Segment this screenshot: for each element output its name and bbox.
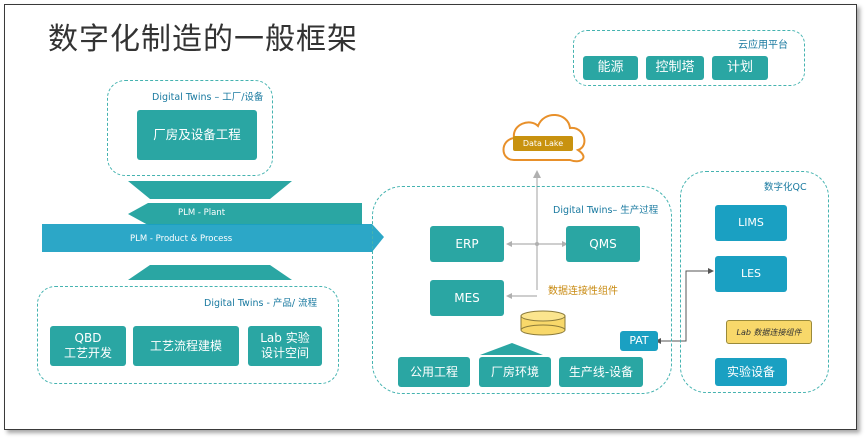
production-twin-label: Digital Twins– 生产过程 bbox=[553, 205, 659, 216]
mes-box: MES bbox=[430, 280, 504, 316]
cloud-platform-group bbox=[573, 30, 805, 86]
erp-box: ERP bbox=[430, 226, 504, 262]
plm-product-arrow bbox=[42, 224, 384, 252]
product-twin-label: Digital Twins - 产品/ 流程 bbox=[204, 298, 318, 309]
plant-twin-label: Digital Twins – 工厂/设备 bbox=[152, 92, 264, 103]
plant-environment-box: 厂房环境 bbox=[479, 357, 551, 387]
database-icon bbox=[520, 310, 566, 336]
utilities-box: 公用工程 bbox=[398, 357, 470, 387]
process-modeling-box: 工艺流程建模 bbox=[133, 326, 239, 366]
planning-box: 计划 bbox=[712, 56, 768, 80]
plm-product-label: PLM - Product & Process bbox=[130, 234, 233, 244]
plant-to-plm-arrow bbox=[128, 181, 292, 199]
qbd-box: QBD 工艺开发 bbox=[50, 326, 126, 366]
cloud-platform-label: 云应用平台 bbox=[738, 40, 788, 51]
data-lake-label: Data Lake bbox=[513, 136, 573, 151]
control-tower-box: 控制塔 bbox=[646, 56, 704, 80]
page-title: 数字化制造的一般框架 bbox=[48, 22, 358, 57]
digital-qc-group bbox=[680, 171, 829, 393]
pat-box: PAT bbox=[620, 331, 658, 351]
lab-connector-box: Lab 数据连接组件 bbox=[726, 320, 812, 344]
energy-box: 能源 bbox=[583, 56, 638, 80]
data-connector-label: 数据连接性组件 bbox=[548, 286, 618, 297]
production-twin-group bbox=[372, 186, 672, 394]
product-twin-group bbox=[37, 286, 339, 384]
lims-box: LIMS bbox=[715, 205, 787, 241]
production-up-arrow bbox=[480, 343, 543, 355]
plant-twin-group bbox=[107, 80, 273, 176]
lab-design-box: Lab 实验 设计空间 bbox=[248, 326, 322, 366]
product-to-plm-arrow bbox=[128, 265, 292, 280]
data-lake-arrowhead bbox=[533, 170, 541, 178]
plm-plant-arrow bbox=[128, 203, 362, 225]
les-box: LES bbox=[715, 256, 787, 292]
production-line-box: 生产线-设备 bbox=[559, 357, 643, 387]
plm-plant-label: PLM - Plant bbox=[178, 208, 226, 218]
digital-qc-label: 数字化QC bbox=[764, 182, 807, 193]
qms-box: QMS bbox=[566, 226, 640, 262]
plant-engineering-box: 厂房及设备工程 bbox=[137, 110, 257, 160]
lab-equipment-box: 实验设备 bbox=[715, 358, 787, 386]
